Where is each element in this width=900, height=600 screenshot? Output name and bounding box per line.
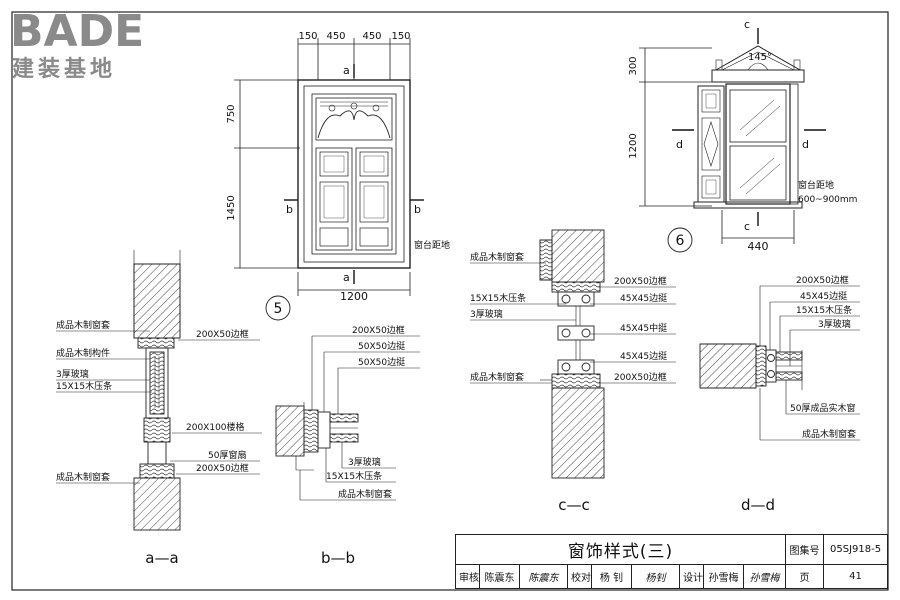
aa-label-2: 成品木制构件 xyxy=(56,347,110,359)
fig5-dim-bottom: 1200 xyxy=(340,290,368,303)
fig6-dim-left xyxy=(639,47,712,207)
fig5-dim-top-1: 450 xyxy=(326,31,345,42)
section-bb: 200X50边框 50X50边挺 50X50边挺 3厚玻璃 15X15木压条 成… xyxy=(275,324,420,567)
section-aa-title: a—a xyxy=(145,549,178,567)
review-label: 审核 xyxy=(455,564,480,589)
cc-label-3: 45X45边挺 xyxy=(620,292,667,304)
fig5-dim-left-1: 1450 xyxy=(226,195,237,220)
fig6-sill-note-line1: 窗台距地 xyxy=(798,179,834,191)
fig6-dim-left-1: 1200 xyxy=(628,133,639,158)
section-dd-title: d—d xyxy=(741,496,775,514)
aa-label-6: 50厚窗扇 xyxy=(208,449,246,461)
dd-label-2: 15X15木压条 xyxy=(796,304,852,316)
bb-label-0: 200X50边框 xyxy=(352,324,405,336)
fig5-dim-top-3: 150 xyxy=(391,31,410,42)
section-aa: 成品木制窗套 200X50边框 成品木制构件 3厚玻璃 15X15木压条 200… xyxy=(56,250,262,567)
aa-label-0: 成品木制窗套 xyxy=(56,319,110,331)
cc-label-2: 15X15木压条 xyxy=(470,292,526,304)
cc-label-1: 200X50边框 xyxy=(614,275,667,287)
bb-label-1: 50X50边挺 xyxy=(358,340,405,352)
fig5-cut-b-left: b xyxy=(286,203,293,216)
fig5-dim-bottom xyxy=(297,272,411,296)
fig6-dim-left-0: 300 xyxy=(628,56,639,75)
cc-label-4: 3厚玻璃 xyxy=(470,308,503,320)
fig6-cut-c-bottom: c xyxy=(744,220,750,233)
fig5-cut-a-top: a xyxy=(343,64,350,77)
sheet-border xyxy=(11,11,889,591)
fig6-number: 6 xyxy=(676,233,685,249)
design-label: 设计 xyxy=(679,564,704,589)
aa-label-7: 成品木制窗套 xyxy=(56,471,110,483)
title-block: 窗饰样式(三) 图集号 05SJ918-5 审核 陈震东 陈震东 校对 杨 钊 … xyxy=(454,534,889,589)
fig6-cut-lines xyxy=(672,28,826,226)
logo-cjk: 建装基地 xyxy=(12,57,116,82)
fig5-dim-top-0: 150 xyxy=(298,31,317,42)
bb-label-2: 50X50边挺 xyxy=(358,356,405,368)
design-signature: 孙雪梅 xyxy=(742,564,787,589)
dd-label-1: 45X45边挺 xyxy=(800,290,847,302)
check-name: 杨 钊 xyxy=(591,564,632,589)
cc-label-6: 45X45边挺 xyxy=(620,350,667,362)
fig5-cut-b-right: b xyxy=(414,203,421,216)
figure-5-elevation: 150 450 450 150 750 1450 xyxy=(226,31,450,321)
aa-label-1: 200X50边框 xyxy=(196,328,249,340)
aa-label-8: 200X50边框 xyxy=(196,462,249,474)
dd-label-3: 3厚玻璃 xyxy=(818,318,851,330)
page-label: 页 xyxy=(785,564,825,589)
dd-label-0: 200X50边框 xyxy=(796,274,849,286)
cc-label-7: 成品木制窗套 xyxy=(470,371,524,383)
atlas-number: 05SJ918-5 xyxy=(823,534,889,565)
bade-logo: BADE 建装基地 xyxy=(10,6,144,82)
bb-label-4: 15X15木压条 xyxy=(326,470,382,482)
fig6-sill-note-line2: 600~900mm xyxy=(798,195,857,205)
drawing-title: 窗饰样式(三) xyxy=(454,534,787,565)
design-name: 孙雪梅 xyxy=(703,564,744,589)
aa-label-3: 3厚玻璃 xyxy=(56,368,89,380)
section-cc-title: c—c xyxy=(558,496,590,514)
bb-label-5: 成品木制窗套 xyxy=(338,488,392,500)
fig6-angle: 145° xyxy=(748,52,772,63)
fig6-cut-d-right: d xyxy=(802,138,809,151)
bb-label-3: 3厚玻璃 xyxy=(348,456,381,468)
fig5-dim-left-0: 750 xyxy=(226,104,237,123)
check-signature: 杨钊 xyxy=(631,564,680,589)
fig5-dim-top-2: 450 xyxy=(362,31,381,42)
dd-label-5: 成品木制窗套 xyxy=(802,428,856,440)
fig5-dim-left xyxy=(234,79,300,269)
fig6-dim-bottom xyxy=(721,210,795,244)
review-name: 陈震东 xyxy=(479,564,520,589)
fig5-sill-note: 窗台距地 xyxy=(414,239,450,251)
cc-label-0: 成品木制窗套 xyxy=(470,251,524,263)
logo-latin: BADE xyxy=(10,6,144,57)
aa-label-4: 15X15木压条 xyxy=(56,380,112,392)
figure-6-elevation: 300 1200 xyxy=(628,18,857,253)
fig5-cut-a-bottom: a xyxy=(343,271,350,284)
fig5-number: 5 xyxy=(274,301,283,317)
page-number: 41 xyxy=(823,564,889,589)
cc-label-5: 45X45中挺 xyxy=(620,322,667,334)
fig6-dim-bottom: 440 xyxy=(748,240,769,253)
aa-label-5: 200X100楼格 xyxy=(186,421,245,433)
section-cc: 成品木制窗套 200X50边框 15X15木压条 45X45边挺 3厚玻璃 45… xyxy=(470,229,676,514)
atlas-label: 图集号 xyxy=(785,534,825,565)
fig6-cut-c-top: c xyxy=(744,18,750,31)
dd-label-4: 50厚成品实木窗 xyxy=(790,402,855,414)
section-bb-title: b—b xyxy=(321,549,355,567)
section-dd: 200X50边框 45X45边挺 15X15木压条 3厚玻璃 50厚成品实木窗 … xyxy=(699,274,860,514)
cc-label-8: 200X50边框 xyxy=(614,371,667,383)
review-signature: 陈震东 xyxy=(519,564,568,589)
fig6-cut-d-left: d xyxy=(676,138,683,151)
fig5-cut-lines xyxy=(284,64,424,284)
fig6-window xyxy=(693,45,805,209)
fig5-window-frame xyxy=(297,79,411,269)
check-label: 校对 xyxy=(567,564,592,589)
